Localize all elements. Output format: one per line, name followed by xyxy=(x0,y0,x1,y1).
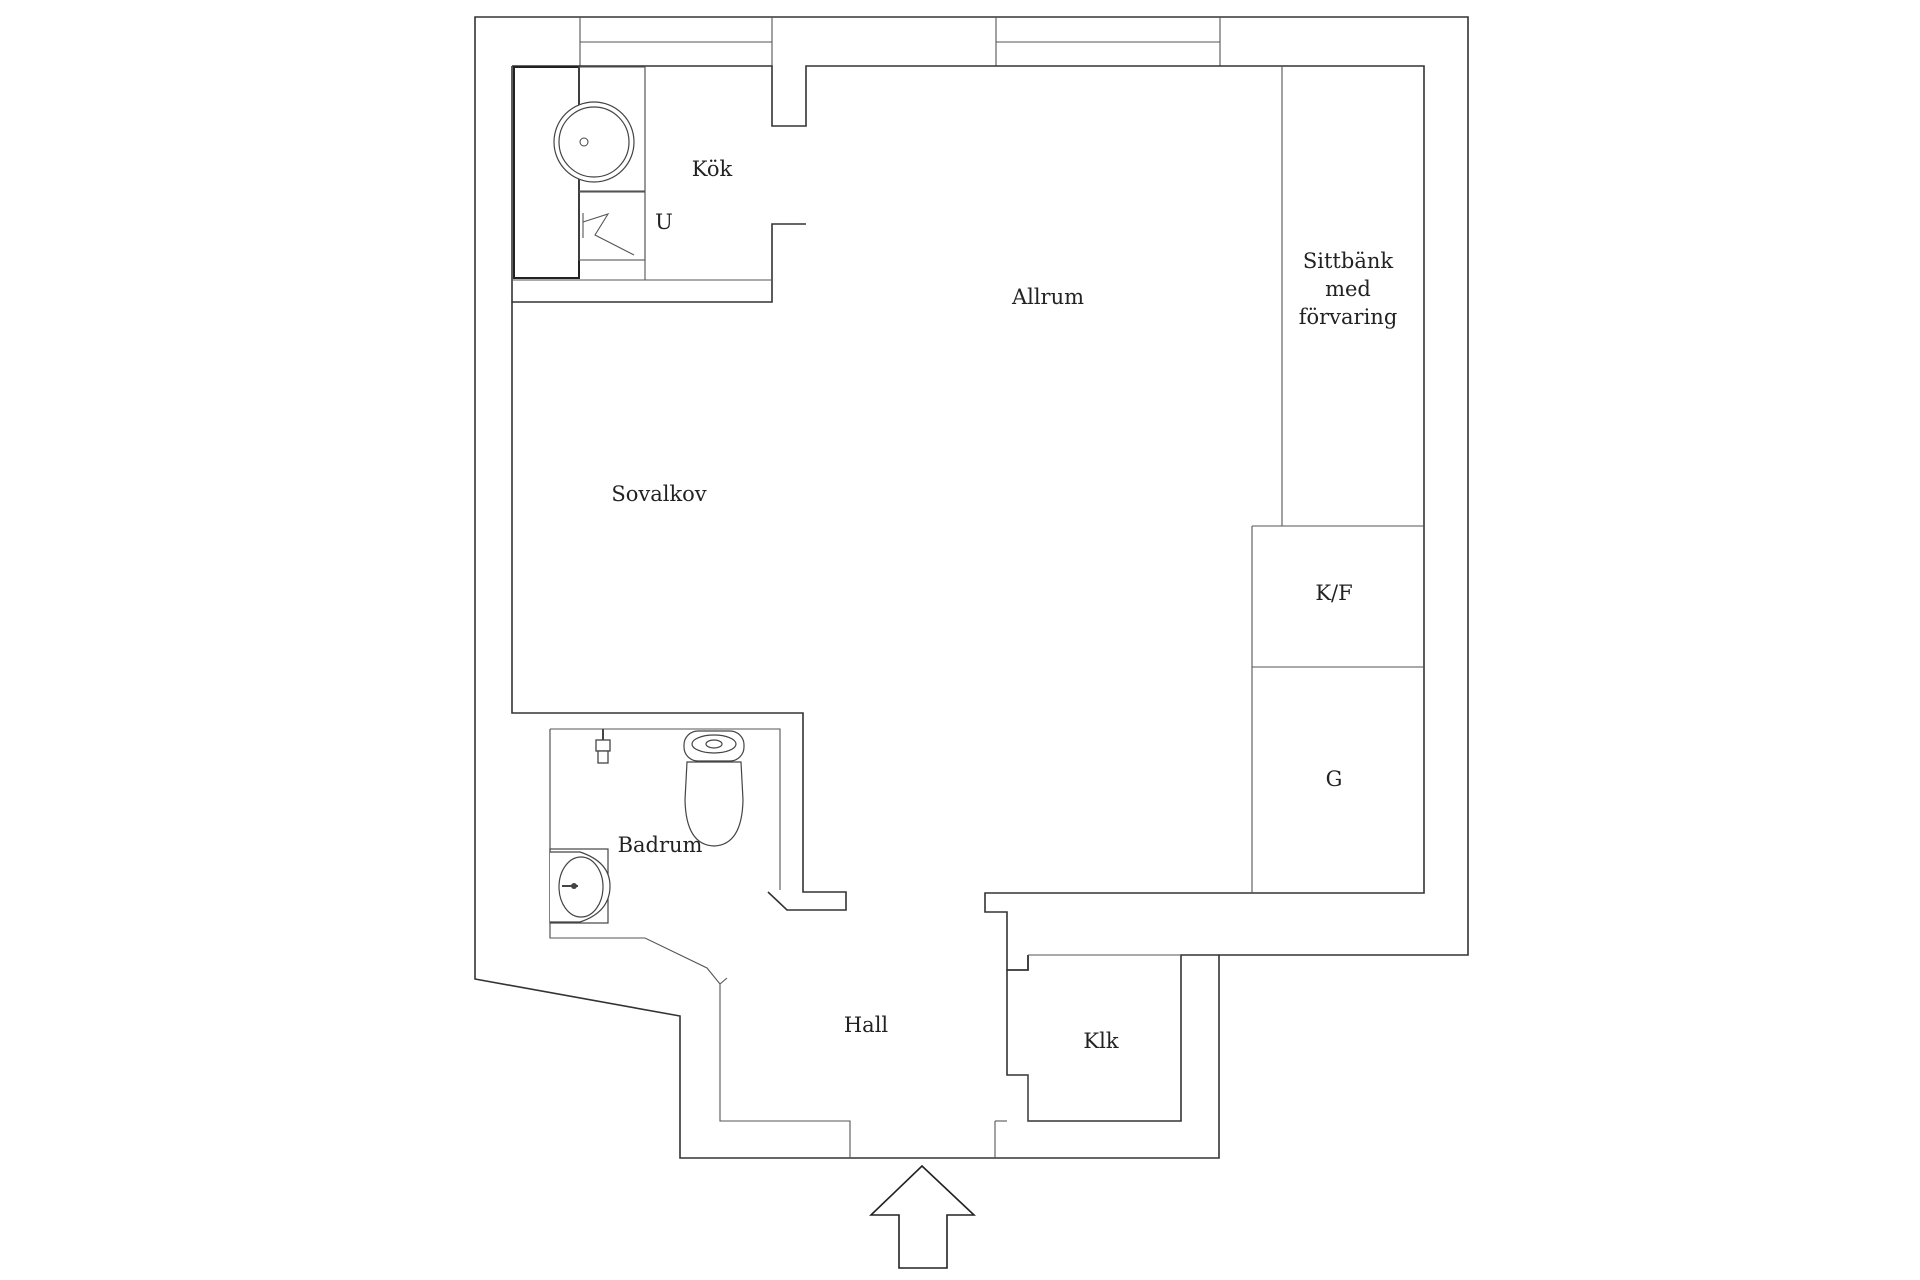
window-left xyxy=(579,17,773,66)
label-sittbank-2: med xyxy=(1325,277,1371,301)
sink-icon xyxy=(553,66,646,192)
hall-walls xyxy=(719,984,851,1158)
stove-icon xyxy=(578,191,646,261)
label-sittbank-1: Sittbänk xyxy=(1303,249,1393,273)
washbasin-icon xyxy=(549,848,611,924)
toilet-icon xyxy=(683,730,745,847)
window-right xyxy=(995,17,1221,66)
label-hall: Hall xyxy=(844,1013,889,1037)
label-klk: Klk xyxy=(1083,1029,1118,1053)
shower-icon xyxy=(595,729,611,764)
label-allrum: Allrum xyxy=(1011,285,1084,309)
label-kf: K/F xyxy=(1315,581,1352,605)
kitchen-walls xyxy=(511,223,847,911)
wardrobe-walls xyxy=(1027,954,1181,1121)
outer-wall xyxy=(474,16,1469,1159)
label-sovalkov: Sovalkov xyxy=(611,482,706,506)
entrance-arrow-icon xyxy=(869,1164,977,1269)
label-badrum: Badrum xyxy=(618,833,703,857)
label-u: U xyxy=(655,210,673,234)
label-g: G xyxy=(1326,767,1343,791)
label-sittbank-3: förvaring xyxy=(1299,305,1398,329)
label-kok: Kök xyxy=(692,157,733,181)
